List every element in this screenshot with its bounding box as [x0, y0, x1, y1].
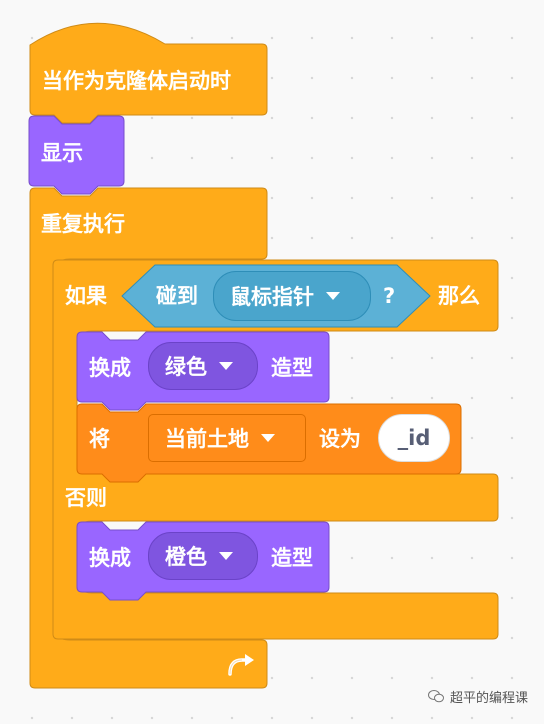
- hat-label: 当作为克隆体启动时: [42, 69, 231, 93]
- costume-suffix-2: 造型: [271, 546, 313, 570]
- question-mark: ?: [383, 284, 396, 308]
- watermark: 超平的编程课: [427, 687, 528, 706]
- then-label: 那么: [438, 284, 480, 308]
- if-else-block[interactable]: [52, 259, 499, 640]
- value-input[interactable]: _id: [378, 414, 450, 462]
- speech-bubble-icon: [427, 690, 444, 703]
- touching-label: 碰到: [156, 284, 198, 308]
- chevron-down-icon: [219, 552, 233, 560]
- else-label: 否则: [65, 486, 107, 510]
- costume-menu-1[interactable]: 绿色: [148, 342, 258, 390]
- chevron-down-icon: [261, 434, 275, 442]
- costume-menu-value-1: 绿色: [165, 355, 207, 379]
- variable-menu[interactable]: 当前土地: [148, 414, 306, 462]
- touching-menu[interactable]: 鼠标指针: [213, 271, 371, 321]
- set-to-label: 设为: [319, 427, 361, 451]
- forever-block[interactable]: [29, 187, 268, 689]
- costume-suffix-1: 造型: [271, 356, 313, 380]
- loop-arrow-icon: [228, 654, 254, 676]
- value-input-text: _id: [397, 426, 431, 450]
- show-label: 显示: [41, 141, 83, 165]
- watermark-text: 超平的编程课: [449, 691, 528, 706]
- touching-menu-value: 鼠标指针: [230, 285, 314, 309]
- chevron-down-icon: [219, 362, 233, 370]
- hat-block[interactable]: [29, 22, 268, 124]
- if-label: 如果: [65, 284, 107, 308]
- costume-menu-value-2: 橙色: [165, 545, 207, 569]
- switch-costume-label-1: 换成: [89, 356, 131, 380]
- show-block[interactable]: [28, 115, 125, 195]
- set-label: 将: [89, 427, 110, 451]
- costume-menu-2[interactable]: 橙色: [148, 532, 258, 580]
- variable-menu-value: 当前土地: [165, 427, 249, 451]
- chevron-down-icon: [326, 292, 340, 300]
- forever-label: 重复执行: [41, 212, 125, 236]
- switch-costume-label-2: 换成: [89, 546, 131, 570]
